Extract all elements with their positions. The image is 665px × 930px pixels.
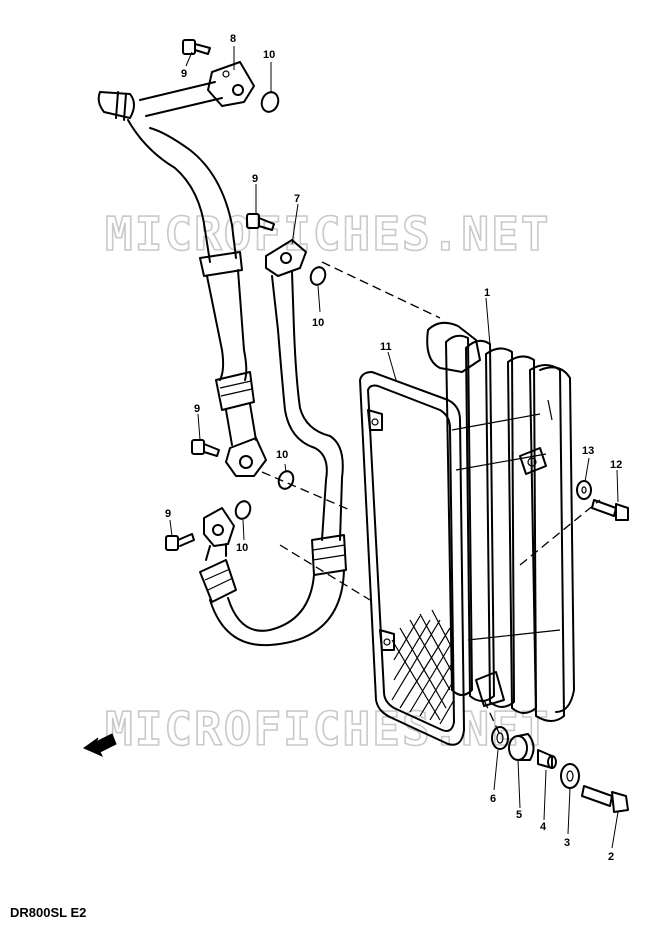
callout-9-top: 9 — [181, 68, 187, 80]
collar-4 — [537, 749, 557, 769]
callout-12: 12 — [610, 459, 622, 471]
callout-10-top: 10 — [263, 49, 275, 61]
callout-11: 11 — [380, 341, 392, 353]
model-label: DR800SL E2 — [10, 905, 86, 920]
callout-5: 5 — [516, 809, 522, 821]
bolt-12 — [591, 499, 629, 521]
callout-8: 8 — [230, 33, 236, 45]
oil-cooler — [426, 321, 575, 722]
front-arrow-icon — [82, 733, 117, 758]
bolt-9a — [182, 39, 211, 55]
callout-6: 6 — [490, 793, 496, 805]
bolt-9c — [191, 439, 220, 457]
leader-lines — [169, 46, 619, 849]
callout-9-low: 9 — [194, 403, 200, 415]
watermark-bottom: MICROFICHES.NET — [105, 702, 550, 756]
bolts-9 — [165, 39, 275, 551]
o-ring-10d — [234, 500, 252, 520]
callout-2: 2 — [608, 851, 614, 863]
bolt-2 — [581, 785, 629, 813]
watermark-top: MICROFICHES.NET — [105, 207, 550, 261]
cushion-6 — [491, 726, 509, 750]
callout-10-low: 10 — [276, 449, 288, 461]
guard-mesh — [391, 609, 455, 725]
o-ring-10a — [260, 91, 280, 113]
callout-13: 13 — [582, 445, 594, 457]
callouts: 8 9 10 9 7 10 1 11 9 10 9 10 13 12 6 5 4… — [165, 33, 622, 863]
lower-oil-hose — [199, 239, 347, 647]
washer-13 — [576, 480, 592, 500]
hidden-lines — [261, 261, 601, 736]
union-flange-lower-left — [225, 437, 267, 477]
callout-10-mid: 10 — [312, 317, 324, 329]
callout-1: 1 — [484, 287, 490, 299]
callout-4: 4 — [540, 821, 547, 833]
o-rings — [234, 91, 327, 520]
union-flange-upper — [207, 61, 255, 107]
callout-9-mid: 9 — [252, 173, 258, 185]
callout-3: 3 — [564, 837, 570, 849]
callout-9-bottom: 9 — [165, 508, 171, 520]
cooler-guard — [359, 371, 465, 746]
callout-7: 7 — [294, 193, 300, 205]
o-ring-10c — [277, 470, 295, 490]
washer-3 — [560, 763, 580, 789]
o-ring-10b — [309, 266, 327, 286]
upper-oil-hose — [97, 81, 257, 446]
bolt-9d — [165, 533, 195, 551]
callout-10-bottom: 10 — [236, 542, 248, 554]
bolt-9b — [246, 213, 275, 231]
